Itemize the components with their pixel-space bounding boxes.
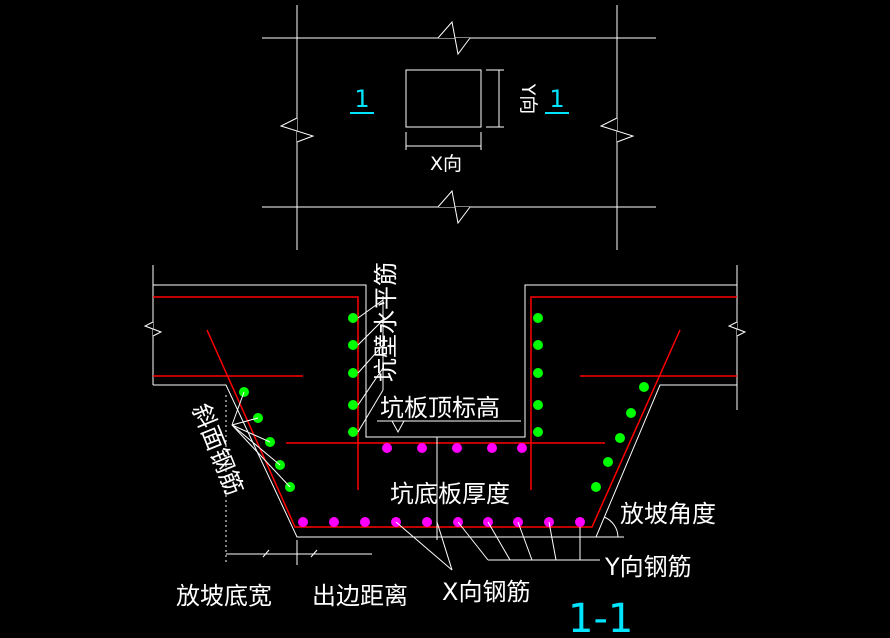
leader-slope xyxy=(231,417,259,426)
rebar-dot xyxy=(348,427,358,437)
section-mark-left: 1 xyxy=(354,85,369,113)
rebar-pit-bottom xyxy=(206,329,681,528)
label-pit-top-elevation: 坑板顶标高 xyxy=(380,394,500,422)
break-symbol-section-right xyxy=(727,321,747,337)
rebar-dot xyxy=(533,368,543,378)
rebar-dot xyxy=(360,517,370,527)
label-x-rebar: X向钢筋 xyxy=(442,578,530,606)
plan-label-x: X向 xyxy=(430,153,462,175)
break-symbol-section-left xyxy=(143,321,163,337)
rebar-dot xyxy=(298,517,308,527)
rebar-dot xyxy=(517,443,527,453)
section-concrete-outline xyxy=(143,265,747,538)
rebar-dot xyxy=(639,382,649,392)
label-slope-rebar: 斜面钢筋 xyxy=(186,400,248,499)
leader-wall xyxy=(357,367,384,406)
break-symbol-bottom xyxy=(437,189,471,225)
break-symbol-left xyxy=(279,117,315,143)
leader-slope xyxy=(231,424,271,443)
plan-label-y: Y向 xyxy=(517,83,539,115)
rebar-dot xyxy=(591,482,601,492)
rebar-dot xyxy=(348,313,358,323)
magenta-rebar-dots xyxy=(298,443,585,527)
section-top-outline xyxy=(153,284,737,438)
rebar-dot xyxy=(603,457,613,467)
leader-wall xyxy=(357,319,384,346)
rebar-dot xyxy=(575,517,585,527)
label-bottom-slab-thickness: 坑底板厚度 xyxy=(390,480,510,508)
label-slope-bottom-width: 放坡底宽 xyxy=(176,582,272,610)
rebar-dot xyxy=(487,443,497,453)
leader-y-rebar xyxy=(517,521,533,561)
leader-lines xyxy=(225,296,624,571)
rebar-lines xyxy=(153,296,737,528)
leader-y-rebar xyxy=(487,521,511,561)
label-slope-angle: 放坡角度 xyxy=(620,500,716,528)
rebar-dot xyxy=(348,368,358,378)
break-symbol-top xyxy=(437,20,471,56)
leader-y-rebar xyxy=(548,521,557,561)
rebar-dot xyxy=(533,340,543,350)
elevation-triangle xyxy=(391,420,405,434)
label-y-rebar: Y向钢筋 xyxy=(604,553,692,581)
rebar-dot xyxy=(452,443,462,453)
label-wall-horizontal-rebar: 坑壁水平筋 xyxy=(372,262,400,382)
rebar-dot xyxy=(533,313,543,323)
tick xyxy=(310,549,318,558)
rebar-left-wall xyxy=(153,296,359,490)
leader-x-rebar xyxy=(436,521,453,571)
plan-pit-rect xyxy=(405,69,482,128)
rebar-dot xyxy=(382,443,392,453)
label-edge-distance: 出边距离 xyxy=(312,582,408,610)
rebar-dot xyxy=(615,433,625,443)
leader-slope xyxy=(231,391,245,426)
leader-x-rebar xyxy=(395,521,453,571)
rebar-dot xyxy=(422,517,432,527)
leader-wall xyxy=(357,389,384,433)
rebar-dot xyxy=(533,427,543,437)
rebar-dot xyxy=(417,443,427,453)
section-title: 1-1 xyxy=(568,596,633,638)
section-mark-right: 1 xyxy=(549,85,564,113)
leader-slope xyxy=(231,424,291,488)
green-rebar-dots xyxy=(239,313,649,492)
pit-slope-outline xyxy=(153,384,737,538)
leader-slope xyxy=(231,424,281,466)
rebar-right-wall xyxy=(530,296,737,490)
rebar-dot xyxy=(348,400,358,410)
break-symbol-right xyxy=(599,117,635,143)
slope-angle-arc xyxy=(603,516,619,538)
rebar-dot xyxy=(348,340,358,350)
plan-view xyxy=(262,5,656,250)
rebar-dot xyxy=(329,517,339,527)
rebar-dot xyxy=(626,408,636,418)
tick xyxy=(262,549,270,558)
leader-wall xyxy=(357,299,384,319)
leader-y-rebar xyxy=(457,521,489,561)
rebar-dot xyxy=(533,400,543,410)
leader-wall xyxy=(357,344,384,374)
